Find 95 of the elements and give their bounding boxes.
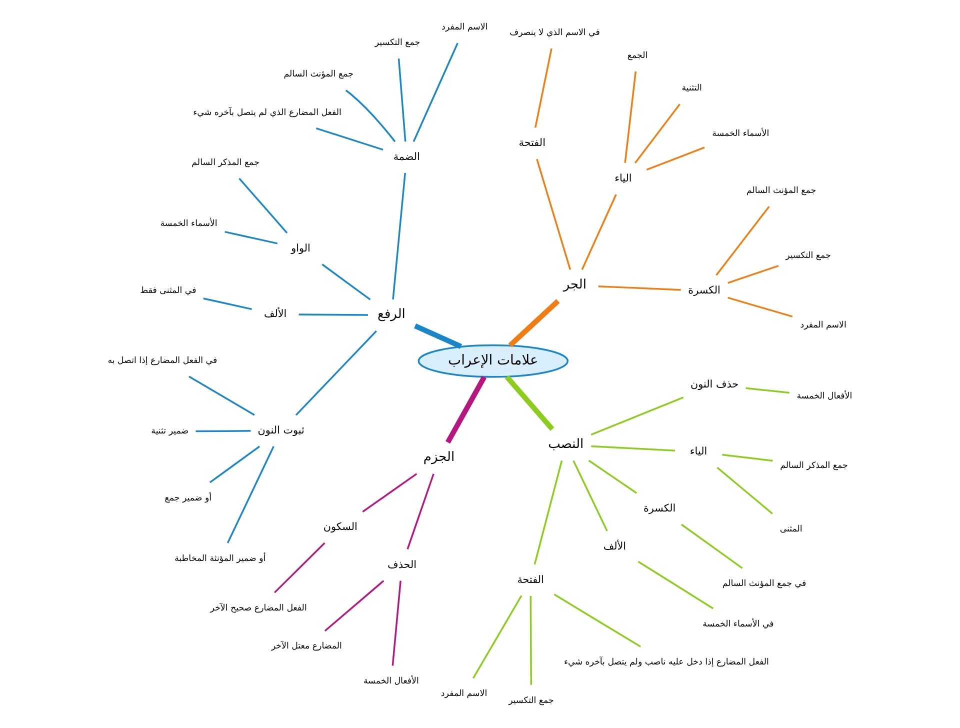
node-text: الياء <box>690 446 708 458</box>
node-text: ضمير تثنية <box>151 426 189 437</box>
connector <box>728 265 779 284</box>
connector <box>324 580 384 632</box>
node-ellipse: علامات الإعراب <box>418 344 569 378</box>
connector <box>316 128 384 151</box>
node-text: جمع التكسير <box>786 250 831 261</box>
node-text: في المثنى فقط <box>140 286 196 296</box>
connector <box>226 446 274 544</box>
connector <box>534 460 563 565</box>
connector <box>534 48 552 128</box>
node-text: المثنى <box>780 524 802 534</box>
node-text: التثنية <box>682 83 702 94</box>
node-text: الرفع <box>378 307 406 322</box>
node-text: جمع المؤنث السالم <box>284 70 354 80</box>
connector <box>398 58 406 142</box>
connector <box>746 387 790 394</box>
node-text: في الأسماء الخمسة <box>702 619 774 630</box>
node-text: في الفعل المضارع إذا اتصل به <box>108 356 218 366</box>
node-text: الألف <box>264 308 287 320</box>
connector <box>392 580 402 666</box>
connector <box>716 466 773 514</box>
node-text: جمع المؤنث السالم <box>746 186 816 196</box>
connector <box>588 460 638 494</box>
connector <box>362 473 418 512</box>
node-text: الاسم المفرد <box>440 689 488 700</box>
node-text: جمع التكسير <box>374 38 420 48</box>
node-text: الأفعال الخمسة <box>364 676 419 687</box>
node-text: جمع التكسير <box>508 696 554 706</box>
connector <box>188 376 255 416</box>
connector <box>224 230 278 244</box>
connector <box>392 172 406 300</box>
node-text: الحذف <box>388 558 417 571</box>
connector <box>581 194 617 270</box>
connector <box>274 542 326 594</box>
node-text: الألف <box>603 540 626 553</box>
connector <box>634 104 681 164</box>
connector <box>508 299 560 348</box>
node-text: جمع المذكر السالم <box>192 158 260 168</box>
connector <box>446 376 486 444</box>
node-text: الفتحة <box>518 136 546 149</box>
connector <box>646 146 705 170</box>
node-text: الجزم <box>423 450 455 466</box>
connector <box>345 90 396 142</box>
connector <box>295 330 377 416</box>
node-text: السكون <box>323 521 358 534</box>
node-text: الكسرة <box>643 502 676 514</box>
connector <box>238 178 288 234</box>
node-text: في الاسم الذي لا ينصرف <box>510 28 600 38</box>
connector <box>638 560 714 610</box>
connector <box>196 430 251 432</box>
connector <box>572 460 608 532</box>
connector <box>406 474 434 550</box>
connector <box>203 298 252 310</box>
connector <box>209 446 260 484</box>
connector <box>472 595 522 679</box>
connector <box>414 323 462 349</box>
node-text: جمع المذكر السالم <box>780 460 848 471</box>
node-text: المضارع معتل الآخر <box>271 642 342 652</box>
connector <box>536 158 572 270</box>
node-text: الجمع <box>627 50 648 61</box>
node-text: الواو <box>291 242 310 254</box>
node-text: ثبوت النون <box>258 424 304 436</box>
node-text: الأفعال الخمسة <box>796 392 852 402</box>
node-text: الضمة <box>393 150 420 163</box>
node-text: الأسماء الخمسة <box>160 218 218 229</box>
node-text: الأسماء الخمسة <box>712 128 770 139</box>
connector <box>412 42 458 142</box>
node-text: حذف النون <box>690 378 739 390</box>
connector <box>554 594 641 648</box>
node-text: الفتحة <box>517 574 544 586</box>
node-text: الجر <box>563 277 587 292</box>
connector <box>530 596 532 685</box>
connector <box>681 524 743 569</box>
node-text: الفعل المضارع إذا دخل عليه ناصب ولم يتصل بآخره شيء <box>564 657 769 668</box>
connector <box>298 314 368 316</box>
node-text: في جمع المؤنث السالم <box>722 579 806 590</box>
node-text: النصب <box>548 436 584 452</box>
node-text: الاسم المفرد <box>800 320 846 331</box>
connector <box>598 285 681 291</box>
node-text: أو ضمير جمع <box>164 493 212 504</box>
connector <box>722 454 773 462</box>
node-text: أو ضمير المؤنثة المخاطبة <box>174 554 266 564</box>
connector <box>624 71 637 163</box>
node-text: الكسرة <box>688 284 720 297</box>
connector <box>716 206 770 276</box>
connector <box>590 396 684 436</box>
node-text: الياء <box>614 172 632 184</box>
node-text: الفعل المضارع الذي لم يتصل بآخره شيء <box>193 108 342 118</box>
connector <box>504 375 554 431</box>
connector <box>322 264 371 300</box>
connector <box>591 445 675 452</box>
connector <box>728 296 793 318</box>
node-text: الاسم المفرد <box>442 22 488 33</box>
node-text: الفعل المضارع صحيح الآخر <box>210 604 307 614</box>
